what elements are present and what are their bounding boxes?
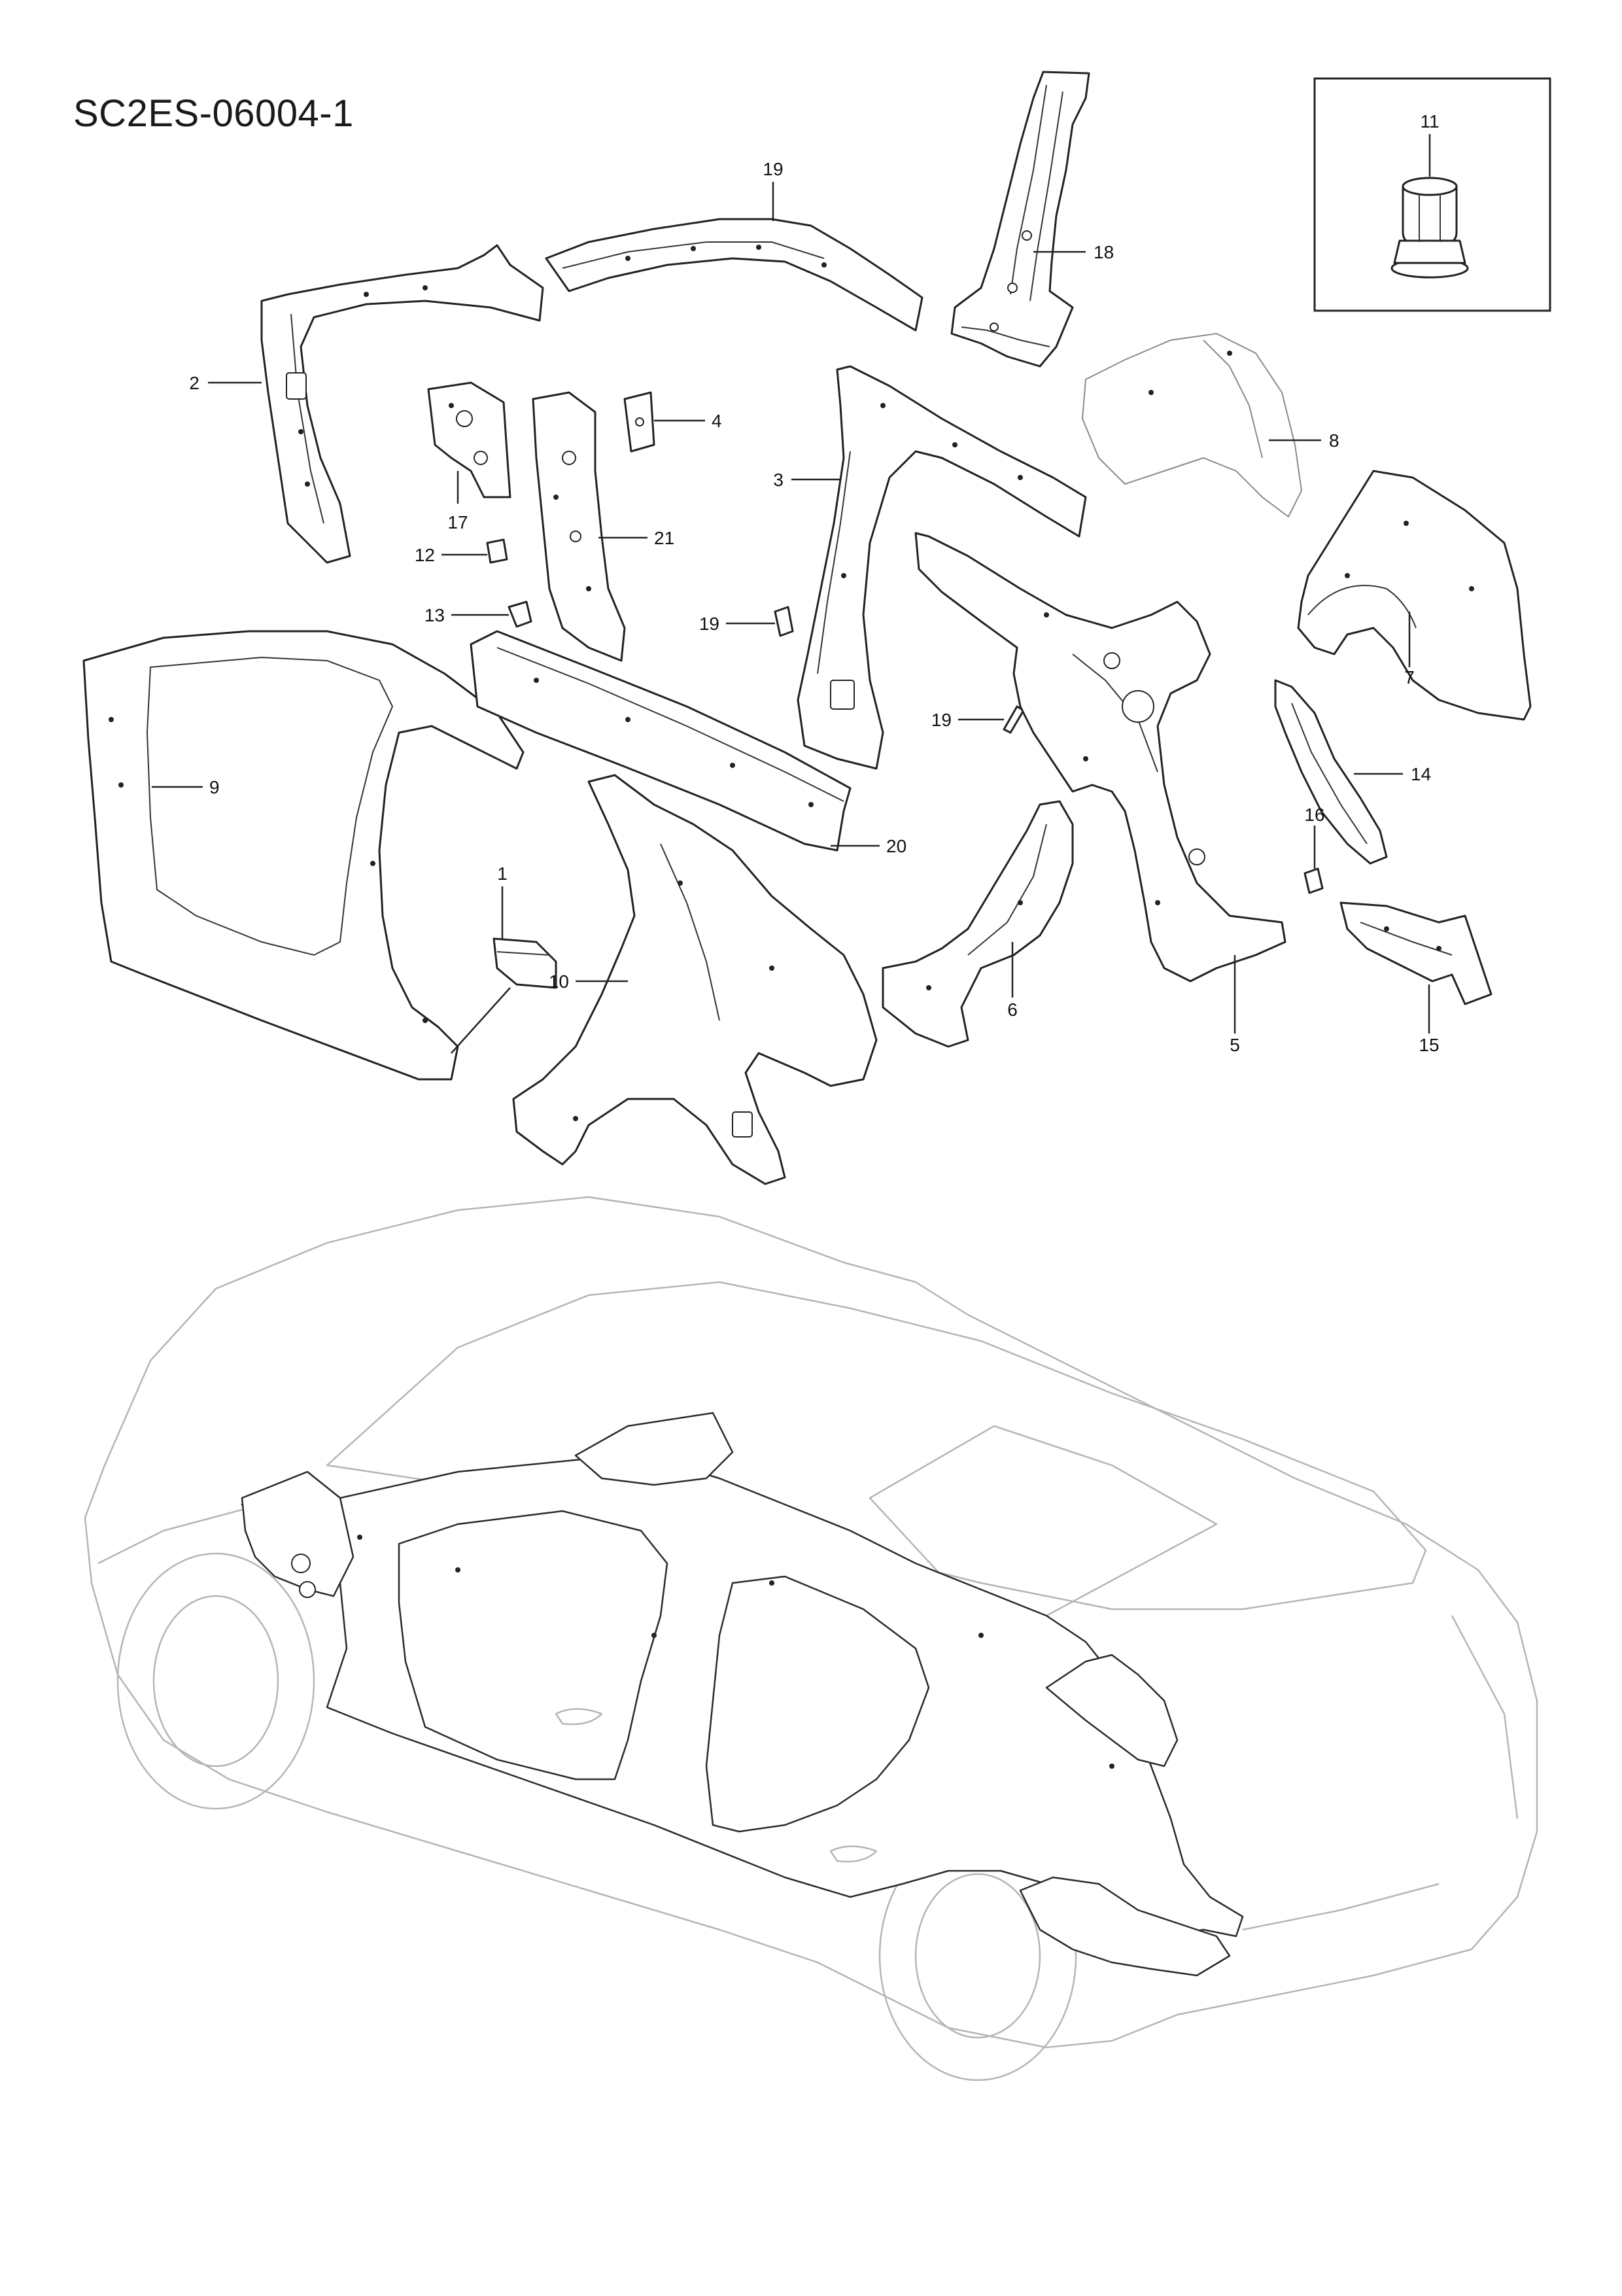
part-6-wheelhouse-reinforcement (882, 800, 1074, 1048)
callout-label-1: 1 (497, 863, 508, 884)
callout-label-15: 15 (1419, 1035, 1439, 1055)
part-17-bracket (427, 381, 511, 498)
callout-label-11: 11 (1420, 111, 1439, 131)
vehicle-assembly-view (84, 1196, 1538, 2081)
b-pillar-top-bracket (574, 1412, 734, 1486)
callout-label-12: 12 (415, 545, 435, 565)
part-4-plate (623, 391, 655, 453)
front-wheel (116, 1552, 315, 1810)
part-11-nut (1390, 177, 1469, 279)
part-8-wheelhouse-inner (1081, 332, 1303, 518)
part-10-quarter-outer (512, 774, 878, 1185)
rear-quarter-panel-assembly (1019, 1876, 1231, 1977)
car-body-outline (84, 1196, 1538, 2049)
part-3-b-pillar (797, 365, 1087, 770)
callout-label-14: 14 (1411, 764, 1431, 784)
part-18-b-pillar-reinforcement (950, 71, 1090, 368)
c-pillar-cluster (1045, 1654, 1179, 1767)
part-2-front-pillar-upper (260, 244, 544, 564)
part-7-wheel-arch-outer (1297, 470, 1532, 721)
part-19-clip-a (774, 606, 794, 637)
diagram-title: SC2ES-06004-1 (73, 92, 354, 135)
callout-label-6: 6 (1007, 1000, 1018, 1020)
callout-label-13: 13 (424, 605, 445, 625)
callout-labels: 11 19 18 2 4 8 3 17 21 12 13 19 7 19 14 … (189, 111, 1439, 1055)
part-12-clip (486, 538, 508, 564)
callout-label-19b: 19 (931, 710, 952, 730)
callout-label-20: 19 (763, 159, 783, 179)
part-20-roof-side-rail (545, 218, 923, 332)
callout-label-9: 9 (209, 777, 220, 797)
part-5-rear-quarter-inner (914, 532, 1286, 983)
rear-door-opening (705, 1575, 930, 1833)
callout-label-8: 8 (1329, 430, 1339, 451)
callout-label-22: 21 (654, 528, 674, 548)
part-15-rear-bracket (1339, 901, 1493, 1005)
part-9-body-side-outer (82, 630, 525, 1081)
callout-label-2: 2 (189, 373, 199, 393)
part-16-clip (1303, 867, 1324, 894)
part-14-wheel-arch-extension (1274, 679, 1388, 865)
part-21-side-sill (470, 630, 852, 852)
part-22-a-pillar-inner-lower (532, 391, 626, 662)
callout-label-18: 18 (1094, 242, 1114, 262)
callout-label-10: 10 (549, 971, 569, 992)
callout-label-4: 4 (712, 411, 722, 431)
callout-label-5: 5 (1230, 1035, 1240, 1055)
callout-label-16: 16 (1304, 805, 1324, 825)
callout-label-19a: 19 (699, 614, 719, 634)
inset-detail-box (1313, 77, 1551, 312)
front-door-opening (398, 1510, 668, 1781)
a-pillar-cluster (241, 1470, 354, 1597)
callout-label-17: 17 (447, 512, 468, 532)
part-13-clip (508, 600, 532, 628)
callout-label-21: 20 (886, 836, 906, 856)
part-19-clip-b (1003, 705, 1025, 734)
part-1-bracket (492, 937, 557, 989)
callout-label-7: 7 (1404, 667, 1415, 687)
callout-label-3: 3 (773, 470, 784, 490)
